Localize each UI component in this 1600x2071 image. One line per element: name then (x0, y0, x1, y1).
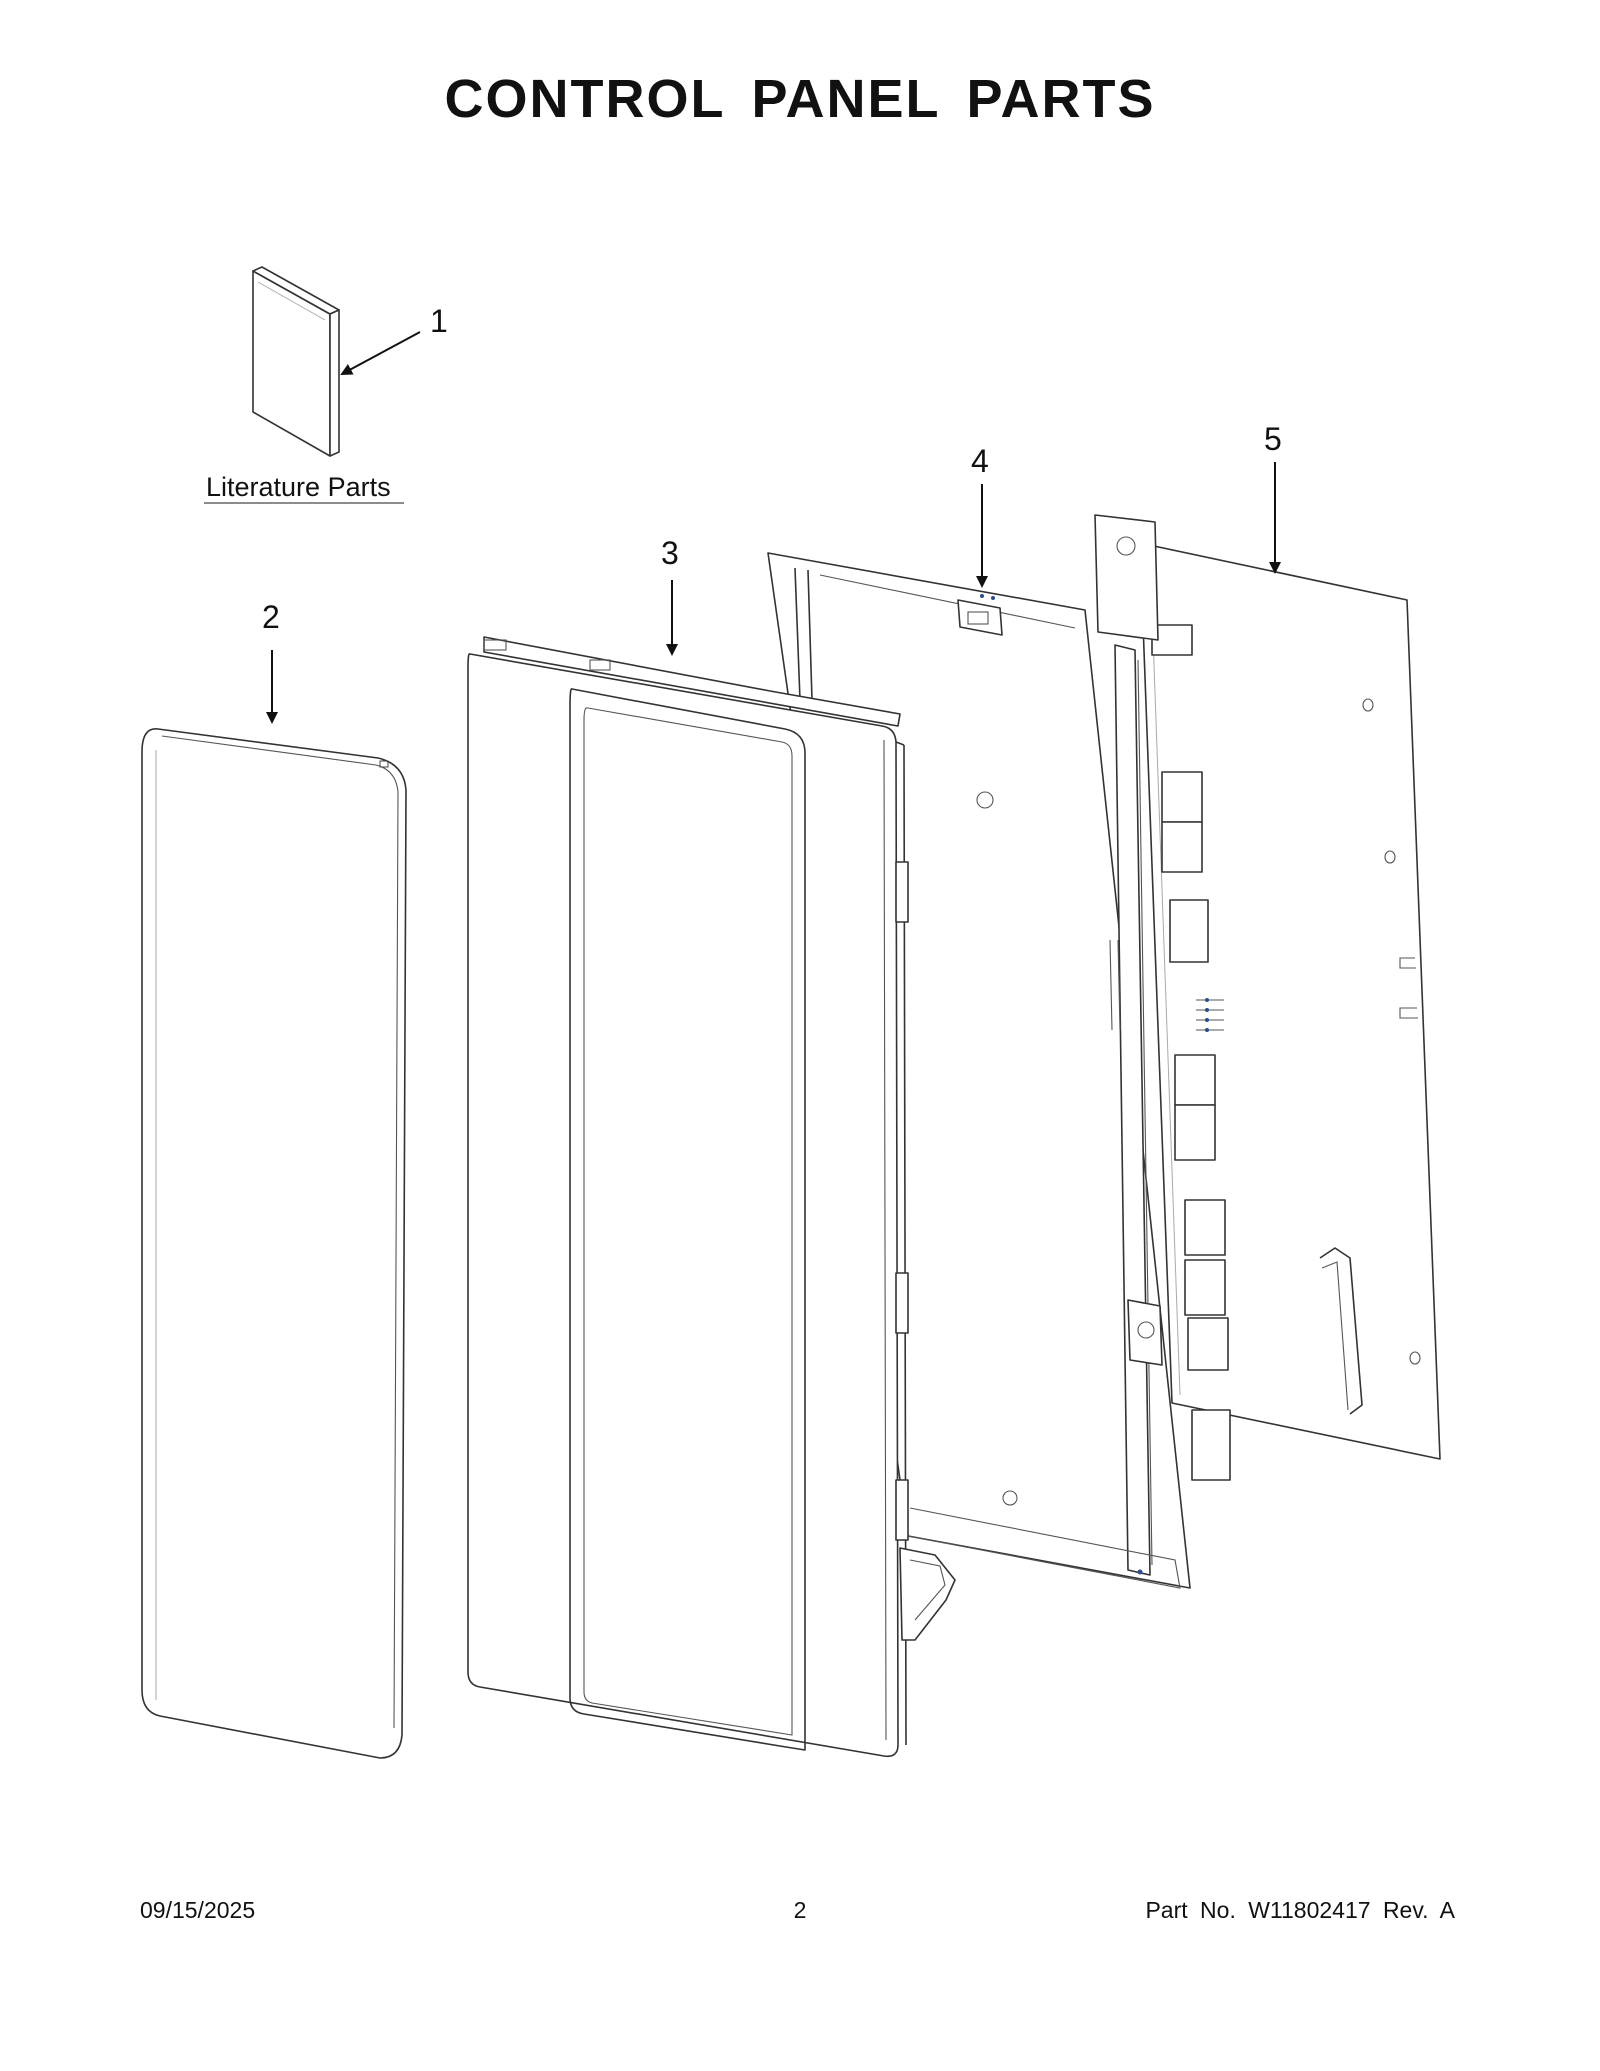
callout-1-label: 1 (430, 303, 448, 339)
control-panel-frame-part (467, 636, 956, 1758)
footer-date: 09/15/2025 (140, 1897, 256, 1923)
callout-1-leader (340, 331, 421, 375)
footer-part-number: Part No. W11802417 Rev. A (1145, 1897, 1455, 1923)
literature-parts-label: Literature Parts (206, 472, 391, 502)
callout-2-label: 2 (262, 599, 280, 635)
callout-5-label: 5 (1264, 421, 1282, 457)
control-panel-overlay-part (141, 728, 407, 1759)
literature-booklet-part (252, 266, 340, 457)
board-connectors (1151, 624, 1231, 1481)
callout-3-label: 3 (661, 535, 679, 571)
footer-page-number: 2 (793, 1897, 807, 1923)
page-title: CONTROL PANEL PARTS (444, 69, 1156, 129)
electronic-control-board-part (1139, 542, 1441, 1481)
callout-4-label: 4 (971, 443, 989, 479)
